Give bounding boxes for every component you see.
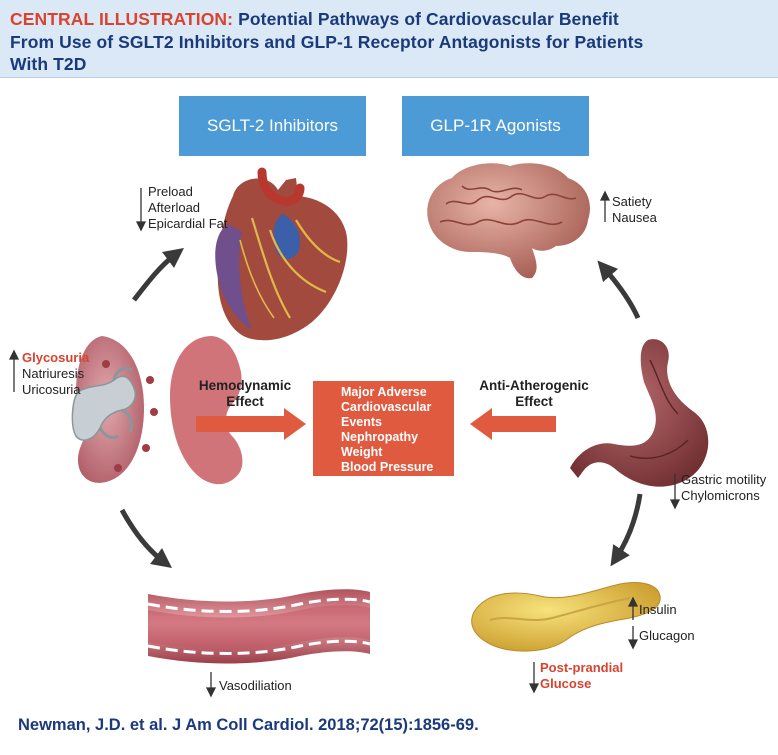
arrow-hemodynamic — [196, 408, 306, 440]
pancreas-effect-glucagon: Glucagon — [639, 628, 695, 643]
outcome-6: Blood Pressure — [341, 460, 434, 474]
kidney-effects: Glycosuria Natriuresis Uricosuria — [22, 350, 89, 398]
outcome-3: Events — [341, 415, 382, 429]
hemodynamic-effect-label: Hemodynamic Effect — [188, 378, 302, 410]
pancreas-illustration — [471, 582, 661, 652]
arrow-anti-atherogenic — [470, 408, 556, 440]
vessel-effect: Vasodiliation — [219, 678, 292, 693]
pancreas-effect-insulin: Insulin — [639, 602, 677, 617]
kidney-illustration — [71, 336, 243, 485]
header-line-1: CENTRAL ILLUSTRATION: Potential Pathways… — [10, 9, 619, 30]
kidney-effect-2: Natriuresis — [22, 366, 85, 381]
outcome-5: Weight — [341, 445, 383, 459]
citation: Newman, J.D. et al. J Am Coll Cardiol. 2… — [18, 716, 479, 734]
outcome-4: Nephropathy — [341, 430, 419, 444]
brain-effect-1: Satiety — [612, 194, 652, 209]
arrow-kidney-to-vessel — [119, 508, 172, 569]
anti-atherogenic-effect-label: Anti-Atherogenic Effect — [462, 378, 606, 410]
indicator-arrows — [8, 188, 681, 698]
glucose-effect-1: Post-prandial — [540, 660, 624, 675]
outcomes-box: Major Adverse Cardiovascular Events Neph… — [313, 381, 454, 476]
header-lead: CENTRAL ILLUSTRATION: — [10, 9, 234, 29]
header-banner: CENTRAL ILLUSTRATION: Potential Pathways… — [0, 0, 778, 78]
heart-illustration — [215, 167, 348, 341]
kidney-effect-3: Uricosuria — [22, 382, 81, 397]
heart-effects: Preload Afterload Epicardial Fat — [148, 184, 227, 232]
glp1r-agonists-box: GLP-1R Agonists — [402, 96, 589, 156]
arrow-stomach-to-brain — [597, 260, 641, 320]
heart-effect-1: Preload — [148, 184, 193, 199]
heart-effect-3: Epicardial Fat — [148, 216, 228, 231]
glucose-effect-2: Glucose — [540, 676, 592, 691]
header-title-2: From Use of SGLT2 Inhibitors and GLP-1 R… — [10, 32, 644, 52]
blood-vessel-illustration — [147, 589, 371, 664]
header-title-1: Potential Pathways of Cardiovascular Ben… — [238, 9, 619, 29]
outcome-1: Major Adverse — [341, 385, 427, 399]
stomach-illustration — [570, 339, 709, 487]
outcome-2: Cardiovascular — [341, 400, 432, 414]
anti-atherogenic-label-2: Effect — [515, 394, 553, 409]
stomach-effects: Gastric motility Chylomicrons — [681, 472, 766, 504]
hemodynamic-label-1: Hemodynamic — [198, 378, 292, 393]
sglt2-inhibitors-box: SGLT-2 Inhibitors — [179, 96, 366, 156]
anti-atherogenic-label-1: Anti-Atherogenic — [479, 378, 589, 393]
heart-effect-2: Afterload — [148, 200, 201, 215]
brain-illustration — [427, 163, 590, 279]
header-title-3: With T2D — [10, 54, 87, 74]
kidney-effect-glycosuria: Glycosuria — [22, 350, 90, 365]
hemodynamic-label-2: Effect — [226, 394, 264, 409]
stomach-effect-1: Gastric motility — [681, 472, 767, 487]
arrow-kidney-to-heart — [132, 247, 184, 302]
brain-effect-2: Nausea — [612, 210, 657, 225]
stomach-effect-2: Chylomicrons — [681, 488, 760, 503]
arrow-stomach-to-pancreas — [610, 493, 643, 567]
brain-effects: Satiety Nausea — [612, 194, 657, 226]
glucose-effect: Post-prandial Glucose — [540, 660, 623, 692]
